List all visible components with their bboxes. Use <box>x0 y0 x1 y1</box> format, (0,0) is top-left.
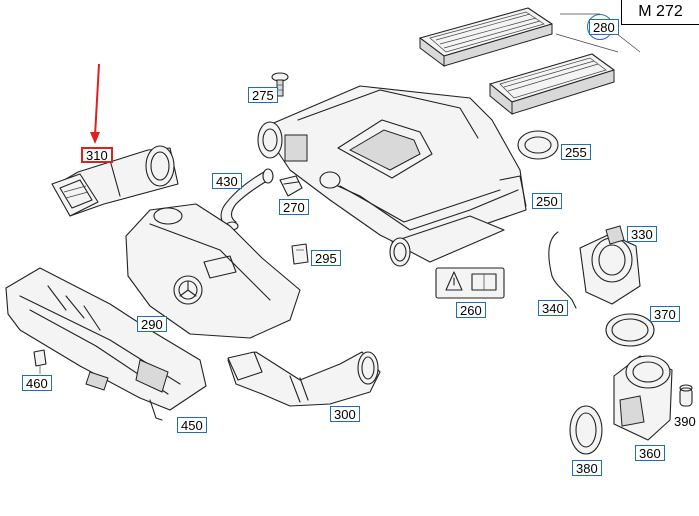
part-label-450[interactable]: 450 <box>177 417 207 433</box>
clip-460 <box>33 349 47 374</box>
air-mass-sensor-330 <box>579 225 641 305</box>
part-label-390[interactable]: 390 <box>674 414 696 429</box>
gasket-380 <box>569 405 603 455</box>
air-filter-housing-250 <box>257 85 527 267</box>
clip-295 <box>291 243 309 265</box>
part-label-280[interactable]: 280 <box>589 19 619 35</box>
air-filter-element-lower <box>489 53 615 116</box>
part-label-430[interactable]: 430 <box>212 173 242 189</box>
clip-270 <box>279 175 303 197</box>
seal-ring-255 <box>517 130 559 160</box>
part-label-330[interactable]: 330 <box>627 226 657 242</box>
part-label-370[interactable]: 370 <box>650 306 680 322</box>
pointer-arrow <box>90 63 100 144</box>
part-label-290[interactable]: 290 <box>137 316 167 332</box>
clamp-ring-370 <box>605 313 655 347</box>
air-filter-element-upper <box>419 7 553 67</box>
engine-model-label: M 272 <box>621 0 699 25</box>
part-label-250[interactable]: 250 <box>532 193 562 209</box>
part-label-295[interactable]: 295 <box>311 250 341 266</box>
air-guide-450 <box>5 267 207 421</box>
engine-cover-290 <box>125 203 301 339</box>
part-label-340[interactable]: 340 <box>538 300 568 316</box>
intake-hose-300 <box>227 351 381 407</box>
part-label-310[interactable]: 310 <box>81 147 113 163</box>
part-label-460[interactable]: 460 <box>22 375 52 391</box>
part-label-300[interactable]: 300 <box>330 406 360 422</box>
part-label-275[interactable]: 275 <box>248 87 278 103</box>
throttle-housing-360 <box>613 355 673 441</box>
warning-label-260 <box>435 267 505 299</box>
part-label-270[interactable]: 270 <box>279 199 309 215</box>
part-label-380[interactable]: 380 <box>572 460 602 476</box>
sleeve-390 <box>679 384 693 407</box>
part-label-260[interactable]: 260 <box>456 302 486 318</box>
part-label-360[interactable]: 360 <box>635 445 665 461</box>
part-label-255[interactable]: 255 <box>561 144 591 160</box>
cable-340 <box>548 231 577 309</box>
intake-duct-310 <box>51 145 179 217</box>
